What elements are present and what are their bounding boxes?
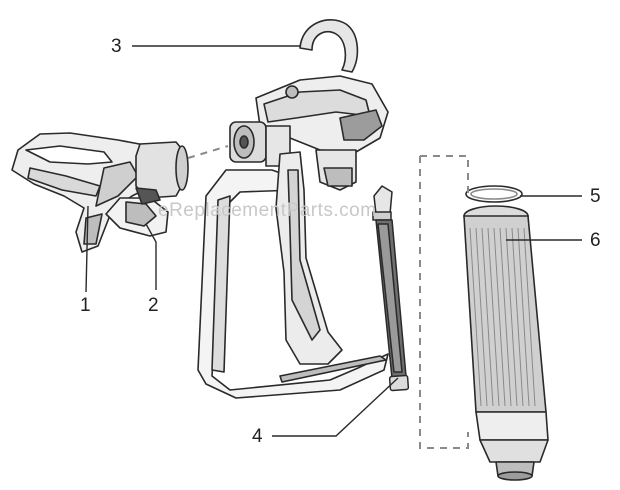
callout-6: 6 [590,230,601,251]
o-ring-part [465,185,523,203]
gun-body-part [197,19,389,399]
callout-1: 1 [80,295,91,316]
callout-5: 5 [590,186,601,207]
spray-tip-part [105,141,189,237]
filter-housing-part [463,205,549,481]
callout-4: 4 [252,426,263,447]
watermark-text: eReplacementParts.com [158,200,377,221]
callout-leader-lines [85,45,582,437]
assembly-dashed-lines [187,145,469,449]
callout-2: 2 [148,295,159,316]
callout-3: 3 [111,36,122,57]
tip-guard-part [11,132,161,253]
gun-filter-part [372,185,410,392]
